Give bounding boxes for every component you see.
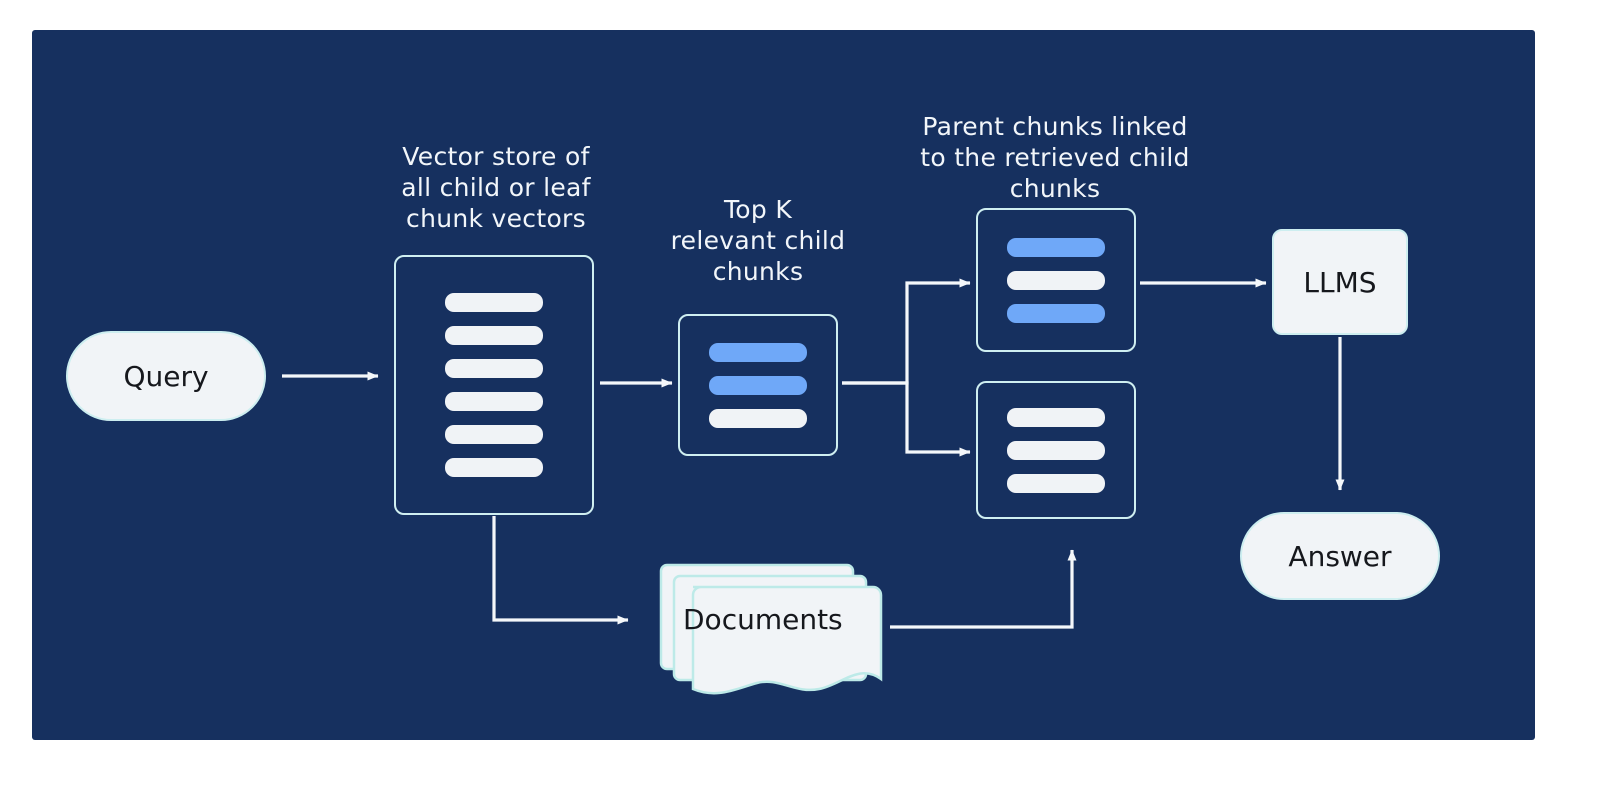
chunk-bar <box>445 293 543 312</box>
chunk-bar <box>1007 440 1105 460</box>
chunk-bar <box>709 342 807 362</box>
node-documents-label: Documents <box>683 603 843 636</box>
node-top-k-chunks[interactable] <box>678 314 838 456</box>
node-llms[interactable]: LLMS <box>1272 229 1408 335</box>
chunk-bar <box>445 359 543 378</box>
vector-store-label: Vector store of all child or leaf chunk … <box>401 142 591 233</box>
node-documents[interactable]: Documents <box>655 557 885 702</box>
node-answer-label: Answer <box>1288 539 1392 573</box>
chunk-bar <box>1007 473 1105 493</box>
parent-chunks-label: Parent chunks linked to the retrieved ch… <box>920 112 1190 203</box>
chunk-bar <box>445 458 543 477</box>
node-parent-chunks-upper[interactable] <box>976 208 1136 352</box>
chunk-bar <box>1007 407 1105 427</box>
node-query-label: Query <box>123 359 209 393</box>
node-parent-chunks-lower[interactable] <box>976 381 1136 519</box>
chunk-bar <box>709 375 807 395</box>
top-k-label: Top K relevant child chunks <box>670 195 846 286</box>
node-answer[interactable]: Answer <box>1240 512 1440 600</box>
chunk-bar <box>1007 237 1105 257</box>
node-llms-label: LLMS <box>1303 265 1377 299</box>
node-vector-store[interactable] <box>394 255 594 515</box>
documents-icon <box>659 563 883 695</box>
chunk-bar <box>1007 303 1105 323</box>
chunk-bar <box>1007 270 1105 290</box>
chunk-bar <box>709 408 807 428</box>
chunk-bar <box>445 326 543 345</box>
chunk-bar <box>445 392 543 411</box>
chunk-bar <box>445 425 543 444</box>
node-query[interactable]: Query <box>66 331 266 421</box>
